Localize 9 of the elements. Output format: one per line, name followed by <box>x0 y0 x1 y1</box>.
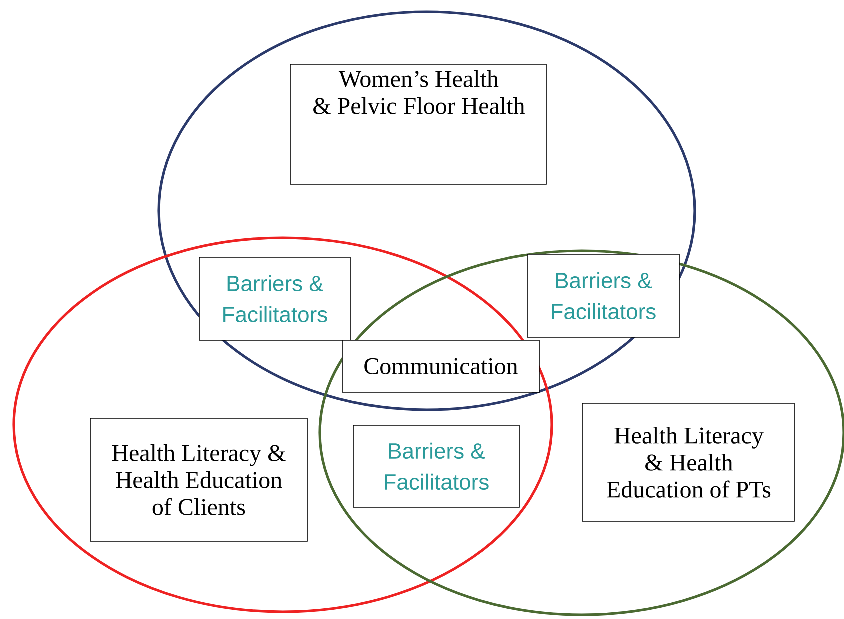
text-box: Communication <box>342 340 540 393</box>
text-box: Health Literacy & Health Education of PTs <box>582 403 795 522</box>
venn-ellipse <box>158 10 696 412</box>
text-box: Barriers & Facilitators <box>527 254 680 338</box>
text-box: Women’s Health & Pelvic Floor Health <box>290 64 547 185</box>
venn-ellipse <box>12 236 554 614</box>
text-box: Barriers & Facilitators <box>353 425 520 508</box>
text-box: Barriers & Facilitators <box>199 257 351 341</box>
text-box: Health Literacy & Health Education of Clients <box>90 418 308 542</box>
